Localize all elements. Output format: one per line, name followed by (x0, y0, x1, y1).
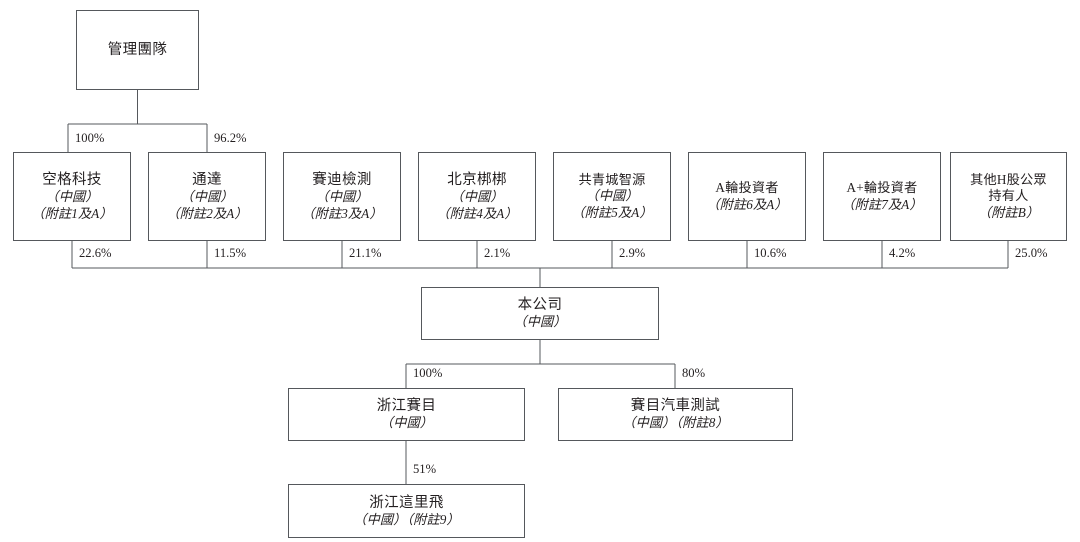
node-gongqing-line-0: 共青城智源 (578, 171, 646, 187)
node-saimu-auto-test-line-1: （中國）（附註8） (622, 415, 729, 431)
node-tongda-line-0: 通達 (192, 171, 222, 188)
node-beijing-line-0: 北京梆梆 (447, 171, 507, 188)
node-h-share-line-2: （附註B） (977, 204, 1040, 220)
node-saimu-auto-test-line-0: 賽目汽車測試 (630, 398, 721, 415)
node-management-line-0: 管理團隊 (107, 41, 168, 58)
node-beijing[interactable]: 北京梆梆 （中國） （附註4及A） (418, 152, 536, 241)
pct-tongda-stake: 11.5% (214, 246, 247, 260)
node-series-a-line-1: （附註6及A） (706, 196, 788, 212)
node-the-company-line-0: 本公司 (517, 297, 563, 314)
node-kongge-line-1: （中國） (45, 189, 99, 204)
pct-series-a-stake: 10.6% (754, 246, 787, 260)
node-management[interactable]: 管理團隊 (76, 10, 199, 90)
pct-beijing-stake: 2.1% (484, 246, 511, 260)
node-zhejiang-saimu[interactable]: 浙江賽目 （中國） (288, 388, 525, 441)
pct-company-to-zhejiang-saimu: 100% (413, 366, 443, 380)
node-gongqing-line-1: （中國） (585, 188, 639, 204)
pct-gongqing-stake: 2.9% (619, 246, 646, 260)
node-beijing-line-2: （附註4及A） (436, 205, 518, 221)
node-h-share-line-1: 持有人 (988, 188, 1029, 204)
node-kongge-line-2: （附註1及A） (31, 205, 113, 221)
node-saimu-auto-test[interactable]: 賽目汽車測試 （中國）（附註8） (558, 388, 793, 441)
pct-management-to-kongge: 100% (75, 131, 105, 145)
node-zhejiang-saimu-line-0: 浙江賽目 (376, 398, 437, 415)
node-kongge[interactable]: 空格科技 （中國） （附註1及A） (13, 152, 131, 241)
node-series-a-plus-line-1: （附註7及A） (841, 196, 923, 212)
node-the-company-line-1: （中國） (513, 314, 567, 330)
pct-zhejiang-saimu-to-zhelifei: 51% (413, 462, 437, 476)
node-zhejiang-zhelifei-line-0: 浙江這里飛 (369, 494, 444, 511)
node-saidi-line-2: （附註3及A） (301, 205, 383, 221)
pct-saidi-stake: 21.1% (349, 246, 382, 260)
pct-company-to-saimu-auto: 80% (682, 366, 706, 380)
node-gongqing[interactable]: 共青城智源 （中國） （附註5及A） (553, 152, 671, 241)
node-h-share-line-0: 其他H股公眾 (970, 171, 1047, 187)
node-series-a-plus[interactable]: A+輪投資者 （附註7及A） (823, 152, 941, 241)
node-beijing-line-1: （中國） (450, 189, 504, 204)
node-saidi-line-1: （中國） (315, 189, 369, 204)
node-h-share-public[interactable]: 其他H股公眾 持有人 （附註B） (950, 152, 1067, 241)
node-saidi[interactable]: 賽迪檢測 （中國） （附註3及A） (283, 152, 401, 241)
node-saidi-line-0: 賽迪檢測 (312, 171, 372, 188)
node-zhejiang-saimu-line-1: （中國） (379, 415, 434, 431)
node-series-a-line-0: A輪投資者 (715, 179, 779, 195)
node-zhejiang-zhelifei-line-1: （中國）（附註9） (353, 511, 460, 527)
pct-series-a-plus-stake: 4.2% (889, 246, 916, 260)
pct-h-share-stake: 25.0% (1015, 246, 1048, 260)
node-zhejiang-zhelifei[interactable]: 浙江這里飛 （中國）（附註9） (288, 484, 525, 538)
node-series-a[interactable]: A輪投資者 （附註6及A） (688, 152, 806, 241)
node-the-company[interactable]: 本公司 （中國） (421, 287, 659, 340)
node-tongda[interactable]: 通達 （中國） （附註2及A） (148, 152, 266, 241)
node-kongge-line-0: 空格科技 (42, 171, 102, 188)
node-tongda-line-2: （附註2及A） (166, 205, 248, 221)
node-gongqing-line-2: （附註5及A） (571, 204, 653, 220)
pct-kongge-stake: 22.6% (79, 246, 112, 260)
pct-management-to-tongda: 96.2% (214, 131, 247, 145)
node-series-a-plus-line-0: A+輪投資者 (846, 179, 918, 195)
node-tongda-line-1: （中國） (180, 189, 234, 204)
